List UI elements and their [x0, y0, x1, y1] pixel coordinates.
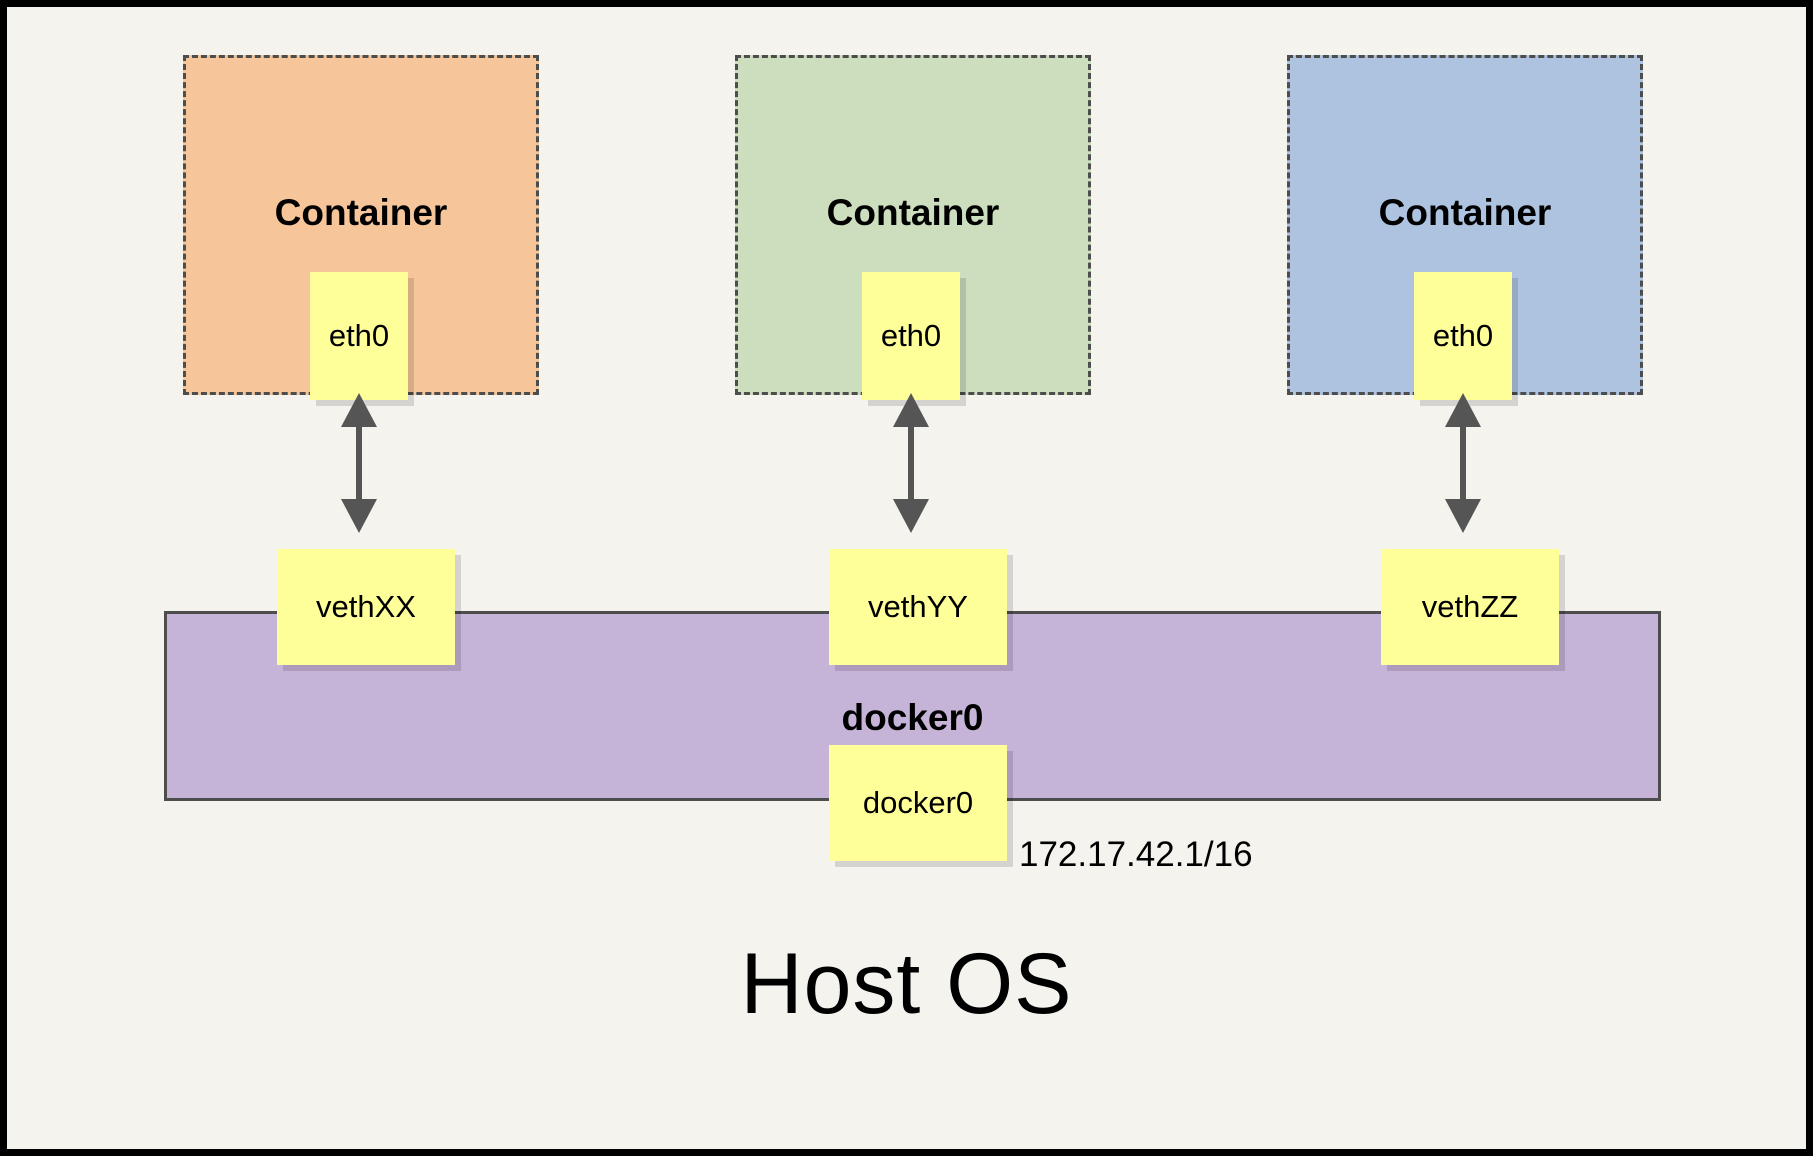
- container-title-1: Container: [274, 192, 448, 233]
- veth-box-1[interactable]: vethXX: [277, 549, 455, 665]
- container-title-2: Container: [826, 192, 1000, 233]
- veth-arrow-3: [1445, 393, 1481, 533]
- veth-label-1: vethXX: [316, 589, 416, 624]
- docker0-device-label: docker0: [862, 785, 974, 820]
- veth-label-2: vethYY: [868, 589, 968, 624]
- container-title-3: Container: [1378, 192, 1552, 233]
- docker0-bridge-title: docker0: [841, 697, 984, 738]
- eth0-label-3: eth0: [1432, 318, 1494, 353]
- veth-box-2[interactable]: vethYY: [829, 549, 1007, 665]
- eth0-label-1: eth0: [328, 318, 390, 353]
- host-os-title: Host OS: [740, 936, 1073, 1032]
- veth-arrow-2: [893, 393, 929, 533]
- eth0-box-1[interactable]: eth0: [310, 272, 408, 400]
- veth-box-3[interactable]: vethZZ: [1381, 549, 1559, 665]
- veth-arrow-1: [341, 393, 377, 533]
- docker0-ip-address: 172.17.42.1/16: [1019, 835, 1253, 874]
- docker0-device-box[interactable]: docker0: [829, 745, 1007, 861]
- eth0-box-3[interactable]: eth0: [1414, 272, 1512, 400]
- veth-label-3: vethZZ: [1421, 589, 1519, 624]
- eth0-box-2[interactable]: eth0: [862, 272, 960, 400]
- diagram-surface: Container Container Container eth0 eth0 …: [7, 7, 1806, 1149]
- eth0-label-2: eth0: [880, 318, 942, 353]
